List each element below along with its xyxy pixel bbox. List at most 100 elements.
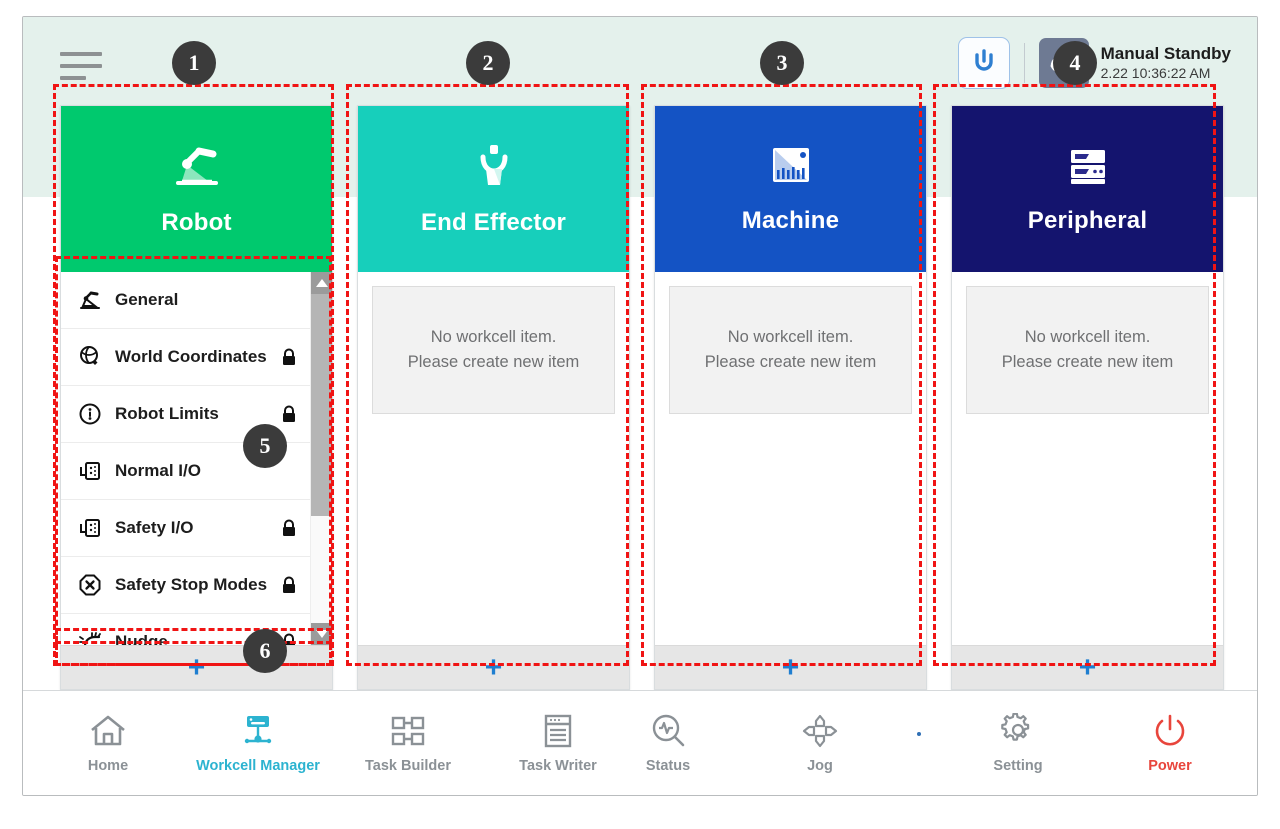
robot-arm-icon xyxy=(175,147,218,185)
nav-item-workcell-manager[interactable]: Workcell Manager xyxy=(196,713,320,774)
empty-state-line1: No workcell item. xyxy=(430,328,557,346)
separator-dot xyxy=(917,732,921,736)
jog-dpad-icon xyxy=(802,714,838,747)
gear-icon xyxy=(1001,712,1030,741)
plus-icon: + xyxy=(484,650,503,684)
io-port-icon xyxy=(75,516,105,540)
nav-label: Jog xyxy=(807,757,833,774)
empty-state: No workcell item. Please create new item xyxy=(372,286,615,414)
end-effector-column-body: No workcell item. Please create new item xyxy=(358,272,629,645)
nav-label: Home xyxy=(87,757,129,774)
nav-item-task-builder[interactable]: Task Builder xyxy=(353,713,463,774)
robot-column-body: General xyxy=(61,272,332,645)
peripheral-add-item-button[interactable]: + xyxy=(952,645,1223,689)
rotate-refresh-icon xyxy=(974,49,993,71)
annotation-badge-3: 3 xyxy=(760,41,804,85)
empty-state-line2: Please create new item xyxy=(704,353,877,371)
robot-column-header[interactable]: Robot xyxy=(61,106,332,272)
nudge-hand-icon xyxy=(75,630,105,645)
nav-item-setting[interactable]: Setting xyxy=(963,712,1073,774)
lock-icon xyxy=(280,576,298,594)
bottom-nav-left: Home Workcell Manager xyxy=(53,713,613,774)
stop-octagon-icon xyxy=(75,573,105,597)
header-divider xyxy=(1023,43,1025,83)
empty-state: No workcell item. Please create new item xyxy=(966,286,1209,414)
end-effector-add-item-button[interactable]: + xyxy=(358,645,629,689)
empty-state-line1: No workcell item. xyxy=(1024,328,1151,346)
rotate-refresh-button[interactable] xyxy=(957,37,1010,89)
workcell-manager-icon xyxy=(244,715,272,743)
list-item-label: Safety Stop Modes xyxy=(115,575,268,594)
status-area: Manual Standby 2.22 10:36:22 AM xyxy=(1101,43,1231,83)
nav-label: Status xyxy=(645,757,691,774)
plus-icon: + xyxy=(1078,650,1097,684)
machine-add-item-button[interactable]: + xyxy=(655,645,926,689)
nav-item-jog[interactable]: Jog xyxy=(765,713,875,774)
nav-label: Setting xyxy=(993,757,1043,774)
list-item-label: Robot Limits xyxy=(115,404,219,423)
robot-arm-icon xyxy=(75,289,105,311)
plus-icon: + xyxy=(781,650,800,684)
globe-coordinates-icon xyxy=(75,345,105,369)
gripper-icon xyxy=(480,145,507,185)
list-item[interactable]: Safety I/O xyxy=(61,500,310,557)
nav-item-task-writer[interactable]: Task Writer xyxy=(503,713,613,774)
list-item[interactable]: Safety Stop Modes xyxy=(61,557,310,614)
robot-list-scrollbar[interactable] xyxy=(310,272,332,645)
peripheral-column-header[interactable]: Peripheral xyxy=(952,106,1223,272)
nav-label: Task Builder xyxy=(365,757,451,774)
robot-column[interactable]: Robot xyxy=(60,105,333,690)
scroll-down-button[interactable] xyxy=(311,623,332,645)
bottom-nav-right: Status Jog xyxy=(613,712,1225,774)
list-item-label: General xyxy=(115,290,179,309)
empty-state-line2: Please create new item xyxy=(407,353,580,371)
robot-column-title: Robot xyxy=(161,209,232,236)
power-icon xyxy=(1155,714,1185,746)
machine-column-title: Machine xyxy=(741,207,840,234)
machine-column-header[interactable]: Machine xyxy=(655,106,926,272)
lock-icon xyxy=(280,519,298,537)
list-item[interactable]: World Coordinates xyxy=(61,329,310,386)
robot-add-item-button[interactable]: + xyxy=(61,645,332,689)
list-item-label: Normal I/O xyxy=(115,461,201,480)
peripheral-column[interactable]: Peripheral No workcell item. Please crea… xyxy=(951,105,1224,690)
task-writer-icon xyxy=(544,714,572,747)
annotation-badge-6: 6 xyxy=(243,629,287,673)
nav-label: Workcell Manager xyxy=(196,757,320,774)
teach-pendant-frame: Manual Standby 2.22 10:36:22 AM Rob xyxy=(22,16,1258,796)
nav-item-status[interactable]: Status xyxy=(613,713,723,774)
annotation-badge-4: 4 xyxy=(1053,41,1097,85)
io-port-icon xyxy=(75,459,105,483)
home-icon xyxy=(91,715,125,745)
limits-circle-icon xyxy=(75,402,105,426)
end-effector-column-header[interactable]: End Effector xyxy=(358,106,629,272)
machine-column[interactable]: Machine No workcell item. Please create … xyxy=(654,105,927,690)
annotation-badge-1: 1 xyxy=(172,41,216,85)
nav-item-home[interactable]: Home xyxy=(53,713,163,774)
empty-state-line2: Please create new item xyxy=(1001,353,1174,371)
lock-icon xyxy=(280,405,298,423)
nav-label: Power xyxy=(1148,757,1192,774)
robot-item-list[interactable]: General xyxy=(61,272,332,645)
end-effector-column[interactable]: End Effector No workcell item. Please cr… xyxy=(357,105,630,690)
list-item-label: World Coordinates xyxy=(115,347,267,366)
nav-item-power[interactable]: Power xyxy=(1115,713,1225,774)
machine-icon xyxy=(772,148,809,182)
status-pulse-icon xyxy=(652,714,685,746)
hamburger-menu-icon[interactable] xyxy=(60,49,102,83)
task-builder-icon xyxy=(391,716,425,745)
empty-state-line1: No workcell item. xyxy=(727,328,854,346)
peripheral-column-body: No workcell item. Please create new item xyxy=(952,272,1223,645)
status-title: Manual Standby xyxy=(1100,44,1231,64)
list-item-label: Safety I/O xyxy=(115,518,194,537)
list-item[interactable]: General xyxy=(61,272,310,329)
workcell-columns: Robot xyxy=(60,105,1224,690)
annotation-badge-5: 5 xyxy=(243,424,287,468)
peripheral-column-title: Peripheral xyxy=(1027,207,1148,234)
status-timestamp: 2.22 10:36:22 AM xyxy=(1100,64,1211,81)
bottom-navigation: Home Workcell Manager xyxy=(23,690,1257,795)
lock-icon xyxy=(280,348,298,366)
scroll-up-button[interactable] xyxy=(311,272,332,294)
scrollbar-thumb[interactable] xyxy=(311,294,332,516)
